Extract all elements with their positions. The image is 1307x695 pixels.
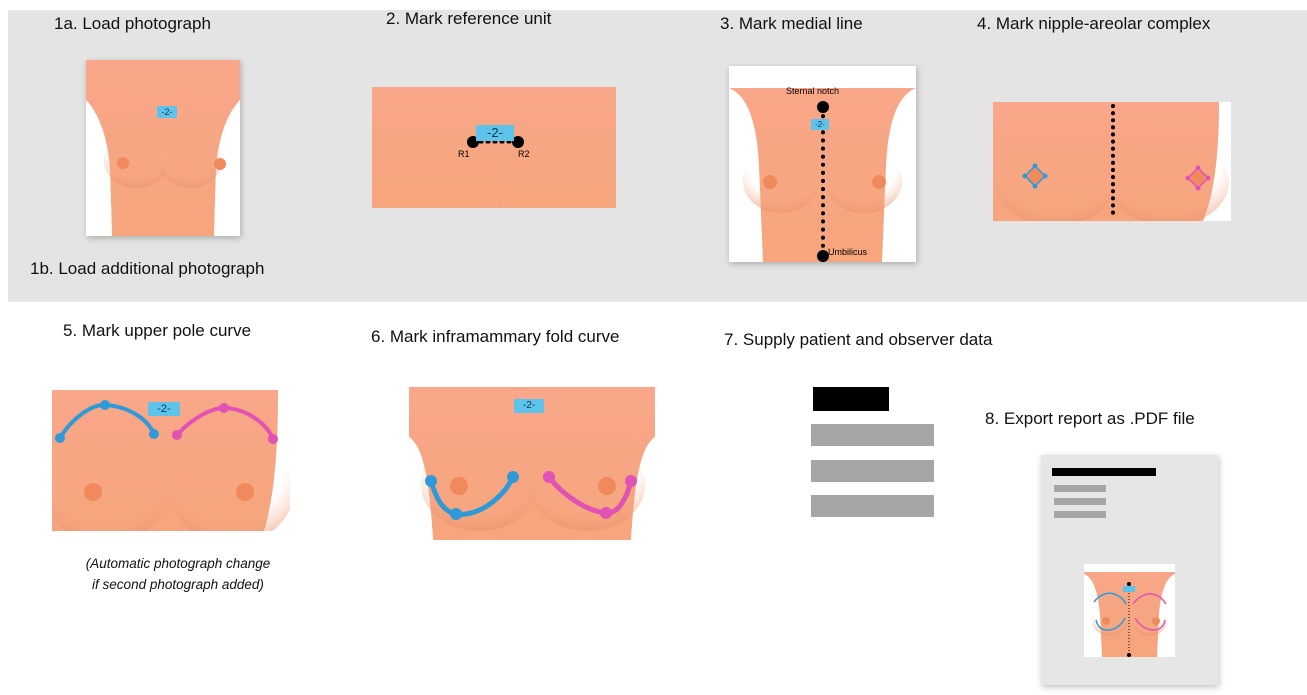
photo-panel-1a: -2- — [86, 60, 240, 236]
reference-tag: -2- — [476, 125, 514, 141]
report-title-bar — [1052, 468, 1156, 476]
photo-panel-5: -2- — [52, 390, 290, 531]
form-field-3[interactable] — [811, 495, 934, 517]
r1-label: R1 — [458, 149, 470, 159]
step-6-title: 6. Mark inframammary fold curve — [371, 327, 619, 347]
pdf-report-icon[interactable] — [1041, 455, 1218, 685]
note-line-2: if second photograph added) — [48, 574, 308, 595]
photo-panel-4 — [993, 102, 1231, 221]
reference-tag: -2- — [148, 402, 180, 416]
form-header-bar — [813, 387, 889, 411]
step-8-title: 8. Export report as .PDF file — [985, 409, 1195, 429]
photo-change-note: (Automatic photograph change if second p… — [48, 553, 308, 595]
step-3-title: 3. Mark medial line — [720, 14, 863, 34]
report-line-3 — [1054, 511, 1106, 518]
step-5-title: 5. Mark upper pole curve — [63, 321, 251, 341]
step-2-title: 2. Mark reference unit — [386, 9, 551, 29]
nipple-right — [214, 158, 226, 170]
sternal-notch-point[interactable] — [817, 101, 829, 113]
reference-tag: -2- — [514, 399, 544, 413]
note-line-1: (Automatic photograph change — [48, 553, 308, 574]
report-thumbnail — [1084, 564, 1175, 657]
step-7-title: 7. Supply patient and observer data — [724, 330, 992, 350]
step-4-title: 4. Mark nipple-areolar complex — [977, 14, 1210, 34]
report-line-1 — [1054, 485, 1106, 492]
step-1b-title: 1b. Load additional photograph — [30, 259, 264, 279]
reference-tag: -2- — [157, 106, 177, 118]
reference-tag: -2- — [811, 119, 829, 130]
photo-panel-3: -2- Sternal notch Umbilicus — [729, 66, 916, 262]
form-field-1[interactable] — [811, 424, 934, 446]
photo-panel-6: -2- — [409, 387, 655, 540]
step-1a-title: 1a. Load photograph — [54, 14, 211, 34]
photo-panel-2: -2- R1 R2 — [372, 87, 616, 208]
report-line-2 — [1054, 498, 1106, 505]
r2-label: R2 — [518, 149, 530, 159]
form-field-2[interactable] — [811, 460, 934, 482]
sternal-notch-label: Sternal notch — [786, 86, 839, 96]
umbilicus-label: Umbilicus — [828, 247, 867, 257]
nipple-left — [117, 157, 129, 169]
